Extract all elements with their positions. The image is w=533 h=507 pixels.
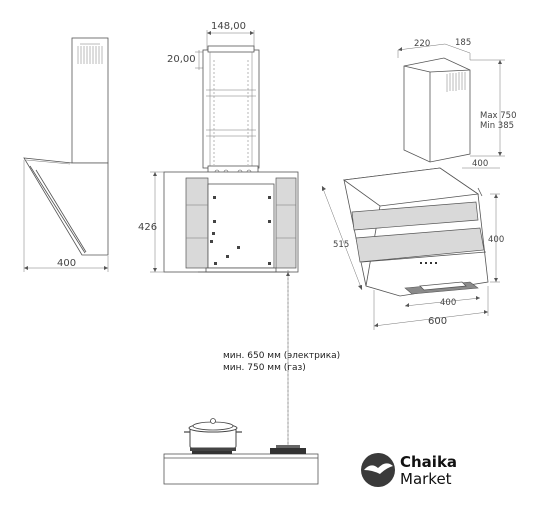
iso-hood-height-label: 400	[488, 235, 504, 245]
logo-word-1: Chaika	[400, 453, 457, 471]
clearance-note-electric: мин. 650 мм (электрика)	[223, 351, 340, 361]
clearance-note-gas: мин. 750 мм (газ)	[223, 363, 306, 373]
chimney-offset-label: 20,00	[167, 54, 196, 65]
burner-right	[270, 448, 306, 454]
burner-left	[192, 451, 232, 454]
side-hood	[23, 157, 109, 256]
chimney-width-label: 148,00	[211, 21, 246, 32]
side-vent-grille	[77, 46, 103, 64]
iso-bottom-width-label: 600	[428, 316, 447, 327]
front-view: 148,00 20,00 137	[138, 21, 299, 273]
iso-vent-grille	[446, 72, 466, 92]
cooktop-illustration	[163, 418, 319, 485]
iso-control-leds	[420, 262, 437, 264]
iso-hood-top-label: 400	[472, 159, 488, 169]
front-chimney	[202, 49, 260, 169]
iso-chimney	[403, 57, 471, 163]
iso-bottom-inner-label: 400	[440, 298, 456, 308]
iso-top-width-label: 220	[414, 39, 430, 49]
chaika-market-logo: Chaika Market	[361, 453, 457, 488]
iso-panel-height-label: 515	[333, 240, 349, 250]
countertop	[163, 453, 319, 485]
side-view: 400	[23, 37, 109, 272]
side-width-label: 400	[57, 258, 76, 269]
mount-height-label: 426	[138, 222, 157, 233]
isometric-view: 220 185 Max 750 Min 385	[321, 38, 517, 330]
logo-word-2: Market	[400, 470, 452, 488]
iso-max-label: Max 750	[480, 111, 517, 121]
iso-min-label: Min 385	[480, 121, 514, 131]
iso-top-depth-label: 185	[455, 38, 471, 48]
pot-icon	[184, 418, 242, 451]
